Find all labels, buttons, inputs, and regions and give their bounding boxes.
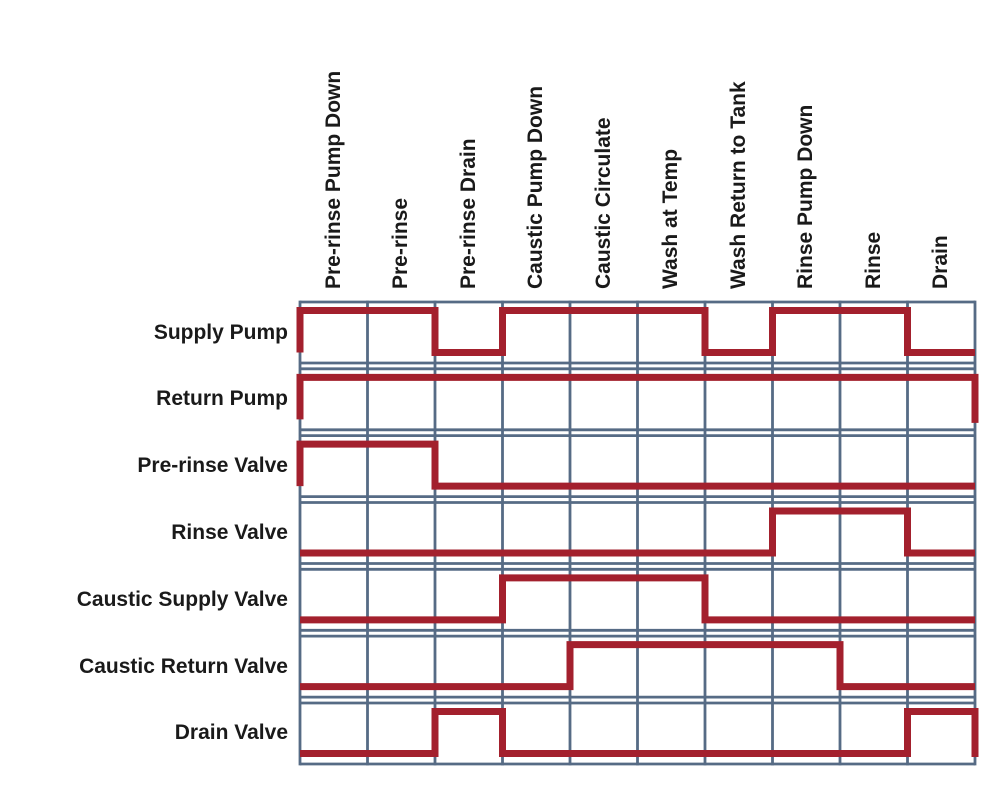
signal-label: Caustic Return Valve bbox=[79, 654, 288, 678]
signal-trace bbox=[300, 641, 975, 691]
signal-trace bbox=[300, 507, 975, 557]
phase-label: Rinse bbox=[861, 231, 885, 289]
signal-label: Pre-rinse Valve bbox=[137, 454, 288, 478]
phase-label: Pre-rinse Drain bbox=[456, 138, 480, 289]
signal-trace bbox=[296, 307, 975, 356]
signal-label: Supply Pump bbox=[153, 320, 288, 344]
signal-label: Return Pump bbox=[156, 387, 288, 411]
phase-label: Pre-rinse Pump Down bbox=[321, 70, 345, 289]
phase-label: Wash at Temp bbox=[659, 148, 683, 289]
phase-label: Drain bbox=[929, 235, 953, 289]
signal-trace bbox=[300, 574, 975, 624]
signal-trace bbox=[300, 707, 979, 757]
signal-trace bbox=[296, 440, 975, 490]
phase-label: Caustic Pump Down bbox=[524, 85, 548, 289]
signal-label: Caustic Supply Valve bbox=[76, 587, 288, 611]
phase-label: Rinse Pump Down bbox=[794, 104, 818, 289]
phase-label: Caustic Circulate bbox=[591, 117, 615, 289]
signal-trace bbox=[296, 373, 979, 423]
phase-label: Pre-rinse bbox=[389, 197, 413, 289]
signal-label: Rinse Valve bbox=[171, 520, 288, 544]
phase-label: Wash Return to Tank bbox=[726, 81, 750, 289]
signal-label: Drain Valve bbox=[174, 721, 288, 745]
